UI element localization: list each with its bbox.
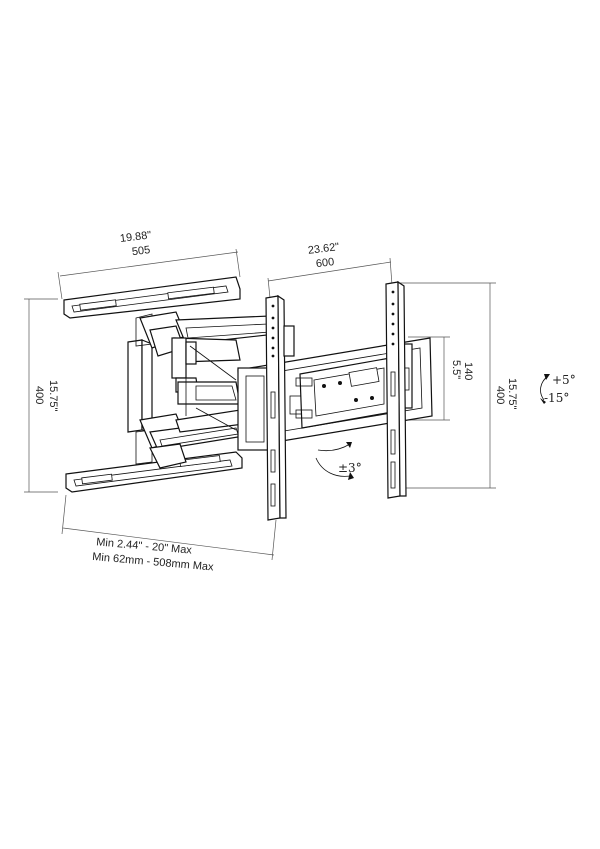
tilt-down-label: -15° [544, 391, 569, 405]
dimension-lines [24, 248, 496, 561]
articulating-arms [139, 311, 277, 469]
wall-height-inch-label: 15.75" [47, 380, 59, 412]
wall-height-mm-label: 400 [33, 386, 45, 404]
vesa-rail-right [385, 280, 407, 499]
vesa-width-mm-label: 600 [315, 256, 335, 270]
tilt-up-label: +5° [552, 373, 576, 387]
plate-height-inch-label: 5.5" [450, 360, 462, 379]
vesa-width-inch-label: 23.62" [307, 241, 340, 257]
tilt-arrow-icon [540, 374, 550, 404]
vesa-rail-left [265, 294, 295, 521]
vesa-height-mm-label: 400 [494, 386, 506, 404]
swivel-label: ±3° [338, 461, 362, 475]
wall-width-inch-label: 19.88" [119, 229, 152, 245]
swivel-arrow-icon [315, 442, 354, 480]
plate-height-mm-label: 140 [462, 362, 474, 380]
wall-width-mm-label: 505 [131, 244, 151, 258]
wall-plate [63, 276, 243, 493]
extension-mm-label: Min 62mm - 508mm Max [92, 551, 215, 574]
vesa-height-inch-label: 15.75" [506, 378, 518, 410]
